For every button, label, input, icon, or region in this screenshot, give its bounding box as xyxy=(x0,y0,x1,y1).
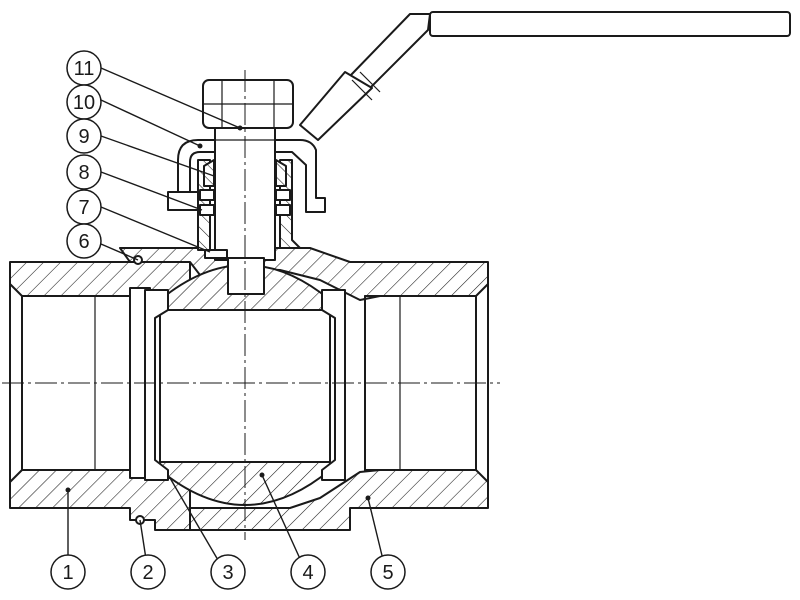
seat-rings xyxy=(144,289,346,481)
handle-lever xyxy=(299,11,791,141)
callout-label: 5 xyxy=(382,562,393,584)
callout-label: 8 xyxy=(78,162,89,184)
callout-label: 4 xyxy=(302,562,313,584)
leader-dots xyxy=(65,125,371,501)
callout-label: 2 xyxy=(142,562,153,584)
callout-4: 4 xyxy=(290,554,326,590)
callout-label: 10 xyxy=(73,92,95,114)
callout-label: 3 xyxy=(222,562,233,584)
callout-7: 7 xyxy=(66,189,102,225)
callout-8: 8 xyxy=(66,154,102,190)
callout-10: 10 xyxy=(66,84,102,120)
stem-nut xyxy=(202,79,294,129)
callout-label: 1 xyxy=(62,562,73,584)
callout-label: 11 xyxy=(74,58,95,80)
callout-1: 1 xyxy=(50,554,86,590)
callout-2: 2 xyxy=(130,554,166,590)
callout-9: 9 xyxy=(66,118,102,154)
callout-3: 3 xyxy=(210,554,246,590)
callout-5: 5 xyxy=(370,554,406,590)
handle-plate xyxy=(167,139,326,213)
callout-label: 7 xyxy=(78,197,89,219)
packing-rings xyxy=(199,159,291,259)
callout-11: 11 xyxy=(66,50,102,86)
end-cap-lower-section xyxy=(9,469,191,531)
callout-label: 6 xyxy=(78,231,89,253)
callout-6: 6 xyxy=(66,223,102,259)
callout-label: 9 xyxy=(78,126,89,148)
